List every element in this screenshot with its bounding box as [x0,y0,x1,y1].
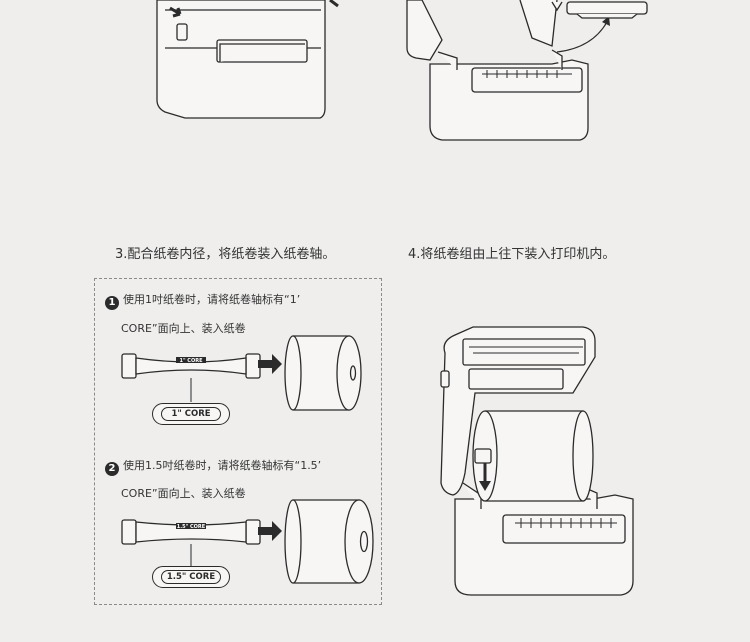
number-1-badge: 1 [105,296,119,310]
spindle-1-tag: 1" CORE [179,358,203,364]
core-1-5-inch-label: 1.5" CORE [161,570,221,584]
spindle-1-inch-illustration: 1" CORE [121,353,282,402]
core-1-inch-badge: 1" CORE [152,403,230,425]
option-2-text: 使用1.5吋纸卷时，请将纸卷轴标有“1.5’ [123,459,322,472]
option-1-text: 使用1吋纸卷时，请将纸卷轴标有“1’ [123,293,301,306]
paper-roll-1-5-inch [284,499,374,584]
paper-roll-1-inch [284,335,362,411]
spindle-1-5-inch-illustration: 1.5" CORE [121,519,282,566]
core-1-5-inch-badge: 1.5" CORE [152,566,230,588]
number-2-badge: 2 [105,462,119,476]
spindle-2-tag: 1.5" CORE [177,524,206,530]
option-1-line2: CORE”面向上、装入纸卷 [121,322,246,335]
option-2-line1: 2 使用1.5吋纸卷时，请将纸卷轴标有“1.5’ [105,457,321,476]
printer-closed-illustration [156,0,339,119]
step-3-caption: 3.配合纸卷内径，将纸卷装入纸卷轴。 [115,247,336,262]
core-instructions-box [94,278,382,605]
core-1-inch-label: 1" CORE [161,407,221,421]
printer-loading-roll-illustration [440,326,634,596]
step-4-caption: 4.将纸卷组由上往下装入打印机内。 [408,247,616,262]
option-2-line2: CORE”面向上、装入纸卷 [121,487,246,500]
printer-open-spindle-illustration [406,0,648,141]
option-1-line1: 1 使用1吋纸卷时，请将纸卷轴标有“1’ [105,291,300,310]
